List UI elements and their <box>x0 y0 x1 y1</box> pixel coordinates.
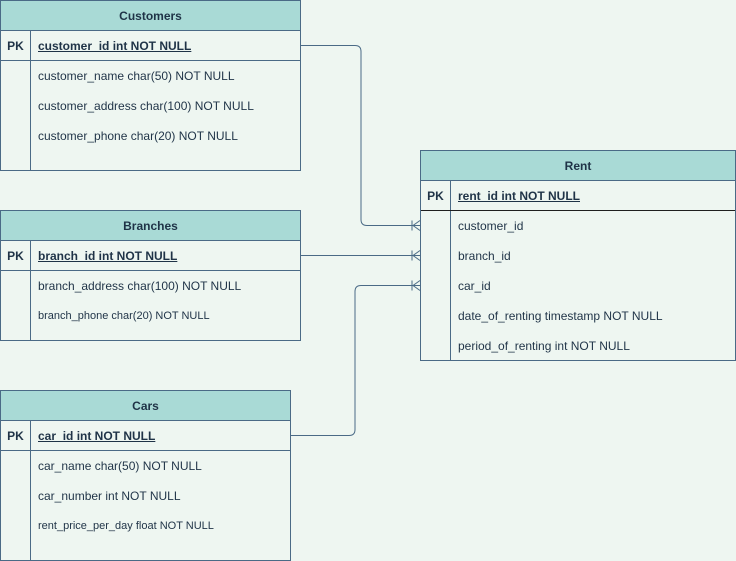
field-row: car_number int NOT NULL <box>38 489 181 503</box>
pk-field: branch_id int NOT NULL <box>38 248 178 263</box>
pk-row: PK branch_id int NOT NULL <box>1 241 300 271</box>
cars-to-rent-link <box>290 285 420 436</box>
pk-label: PK <box>421 181 451 210</box>
field-row: car_id <box>458 279 491 293</box>
entity-title: Rent <box>421 151 735 181</box>
field-row: date_of_renting timestamp NOT NULL <box>458 309 663 323</box>
field-row: car_name char(50) NOT NULL <box>38 459 202 473</box>
pk-row: PK car_id int NOT NULL <box>1 421 290 451</box>
entity-cars[interactable]: Cars PK car_id int NOT NULL car_name cha… <box>0 390 291 561</box>
pk-field: car_id int NOT NULL <box>38 428 156 443</box>
field-row: customer_phone char(20) NOT NULL <box>38 129 238 143</box>
entity-title: Branches <box>1 211 300 241</box>
fields-section: customer_id branch_id car_id date_of_ren… <box>421 211 735 360</box>
field-row: rent_price_per_day float NOT NULL <box>38 520 214 532</box>
key-column <box>1 271 31 340</box>
key-column <box>421 211 451 360</box>
field-row: branch_address char(100) NOT NULL <box>38 279 242 293</box>
fields-section: car_name char(50) NOT NULL car_number in… <box>1 451 290 560</box>
crowfoot-car <box>411 280 421 291</box>
pk-field: rent_id int NOT NULL <box>458 188 580 203</box>
field-row: branch_id <box>458 249 511 263</box>
crowfoot-customer <box>411 220 421 231</box>
pk-row: PK customer_id int NOT NULL <box>1 31 300 61</box>
field-row: period_of_renting int NOT NULL <box>458 339 630 353</box>
entity-customers[interactable]: Customers PK customer_id int NOT NULL cu… <box>0 0 301 171</box>
fields-section: customer_name char(50) NOT NULL customer… <box>1 61 300 170</box>
field-row: customer_id <box>458 219 524 233</box>
entity-title: Customers <box>1 1 300 31</box>
pk-row: PK rent_id int NOT NULL <box>421 181 735 211</box>
key-column <box>1 61 31 170</box>
entity-title: Cars <box>1 391 290 421</box>
entity-rent[interactable]: Rent PK rent_id int NOT NULL customer_id… <box>420 150 736 361</box>
pk-field: customer_id int NOT NULL <box>38 38 192 53</box>
field-row: customer_address char(100) NOT NULL <box>38 99 254 113</box>
customers-to-rent-link <box>300 45 420 226</box>
pk-label: PK <box>1 421 31 450</box>
field-row: branch_phone char(20) NOT NULL <box>38 310 210 322</box>
fields-section: branch_address char(100) NOT NULL branch… <box>1 271 300 340</box>
key-column <box>1 451 31 560</box>
entity-branches[interactable]: Branches PK branch_id int NOT NULL branc… <box>0 210 301 341</box>
pk-label: PK <box>1 31 31 60</box>
pk-label: PK <box>1 241 31 270</box>
crowfoot-branch <box>411 250 421 261</box>
field-row: customer_name char(50) NOT NULL <box>38 69 235 83</box>
